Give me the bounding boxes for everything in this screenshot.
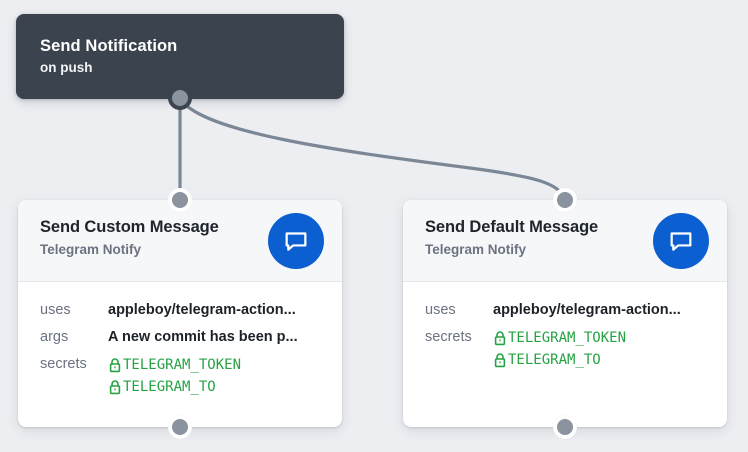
node-subtitle: Telegram Notify	[425, 242, 527, 257]
lock-icon	[493, 330, 507, 346]
property-key: secrets	[40, 356, 87, 372]
property-key: uses	[40, 302, 71, 318]
secret-item: TELEGRAM_TO	[108, 376, 241, 398]
lock-icon	[108, 357, 122, 373]
lock-icon	[493, 352, 507, 368]
node-input-dot-custom[interactable]	[172, 192, 188, 208]
node-output-dot-custom[interactable]	[172, 419, 188, 435]
secret-item: TELEGRAM_TO	[493, 349, 626, 371]
trigger-title: Send Notification	[40, 37, 178, 55]
property-value: appleboy/telegram-action...	[493, 302, 681, 318]
node-subtitle: Telegram Notify	[40, 242, 142, 257]
trigger-subtitle: on push	[40, 60, 93, 75]
node-header: Send Custom Message Telegram Notify	[18, 200, 342, 282]
secret-name: TELEGRAM_TO	[508, 352, 601, 368]
property-row: uses appleboy/telegram-action...	[425, 300, 705, 321]
secret-name: TELEGRAM_TOKEN	[508, 330, 627, 346]
secret-list: TELEGRAM_TOKEN TELEGRAM_TO	[108, 354, 241, 398]
trigger-node[interactable]: Send Notification on push	[16, 14, 344, 99]
node-body: uses appleboy/telegram-action... args A …	[18, 282, 342, 398]
node-title: Send Default Message	[425, 218, 599, 236]
property-row: secrets TELEGRAM_TOKEN	[40, 354, 320, 398]
node-header: Send Default Message Telegram Notify	[403, 200, 727, 282]
property-key: uses	[425, 302, 456, 318]
property-row: secrets TELEGRAM_TOKEN	[425, 327, 705, 371]
secret-list: TELEGRAM_TOKEN TELEGRAM_TO	[493, 327, 626, 371]
node-title: Send Custom Message	[40, 218, 219, 236]
action-node-send-custom-message[interactable]: Send Custom Message Telegram Notify uses…	[18, 200, 342, 427]
secret-item: TELEGRAM_TOKEN	[493, 327, 626, 349]
node-output-dot-default[interactable]	[557, 419, 573, 435]
action-node-send-default-message[interactable]: Send Default Message Telegram Notify use…	[403, 200, 727, 427]
property-key: secrets	[425, 329, 472, 345]
node-input-dot-default[interactable]	[557, 192, 573, 208]
property-value: A new commit has been p...	[108, 329, 298, 345]
edge-trigger-to-default	[179, 98, 567, 202]
property-value: appleboy/telegram-action...	[108, 302, 296, 318]
property-row: uses appleboy/telegram-action...	[40, 300, 320, 321]
property-row: args A new commit has been p...	[40, 327, 320, 348]
secret-name: TELEGRAM_TO	[123, 379, 216, 395]
lock-icon	[108, 379, 122, 395]
property-key: args	[40, 329, 69, 345]
chat-bubble-icon	[268, 213, 324, 269]
secret-item: TELEGRAM_TOKEN	[108, 354, 241, 376]
trigger-output-dot[interactable]	[172, 90, 188, 106]
chat-bubble-icon	[653, 213, 709, 269]
secret-name: TELEGRAM_TOKEN	[123, 357, 242, 373]
node-body: uses appleboy/telegram-action... secrets	[403, 282, 727, 371]
